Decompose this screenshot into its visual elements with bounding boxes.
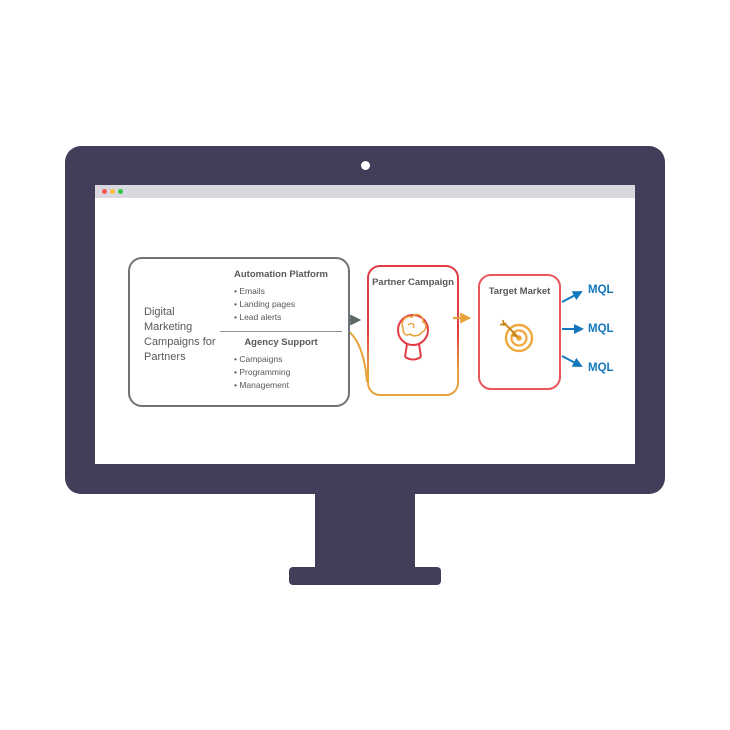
- window-close-icon: [102, 189, 107, 194]
- market-box-title: Target Market: [488, 286, 551, 297]
- flow-diagram: Digital Marketing Campaigns for Partners…: [95, 198, 635, 464]
- list-item: Management: [234, 379, 344, 392]
- monitor-screen: Digital Marketing Campaigns for Partners…: [95, 185, 635, 464]
- source-box: Digital Marketing Campaigns for Partners…: [128, 257, 350, 407]
- list-item: Landing pages: [234, 298, 344, 311]
- market-box: Target Market: [478, 274, 561, 390]
- mql-label-3: MQL: [588, 362, 614, 374]
- section-divider: [220, 331, 342, 333]
- mql-label-2: MQL: [588, 323, 614, 335]
- campaign-box: Partner Campaign: [367, 265, 459, 396]
- list-item: Programming: [234, 366, 344, 379]
- arrow-market-to-mql-3: [561, 355, 583, 367]
- section-title-automation: Automation Platform: [234, 269, 328, 280]
- browser-title-bar: [95, 185, 635, 198]
- list-item: Campaigns: [234, 353, 344, 366]
- automation-items: Emails Landing pages Lead alerts: [218, 285, 344, 323]
- monitor-stand-neck: [315, 488, 415, 572]
- list-item: Lead alerts: [234, 311, 344, 324]
- source-box-label: Digital Marketing Campaigns for Partners: [144, 306, 216, 363]
- monitor-stand-base: [289, 567, 441, 585]
- window-zoom-icon: [118, 189, 123, 194]
- mql-label-1: MQL: [588, 284, 614, 296]
- section-title-agency: Agency Support: [244, 337, 318, 349]
- webcam-icon: [360, 161, 370, 170]
- window-minimize-icon: [110, 189, 115, 194]
- orange-loop-connector: [346, 329, 368, 383]
- arrow-market-to-mql-1: [561, 291, 583, 303]
- source-box-sections: Automation Platform Emails Landing pages…: [218, 264, 344, 392]
- agency-items: Campaigns Programming Management: [218, 353, 344, 391]
- list-item: Emails: [234, 285, 344, 298]
- campaign-box-title: Partner Campaign: [372, 277, 454, 288]
